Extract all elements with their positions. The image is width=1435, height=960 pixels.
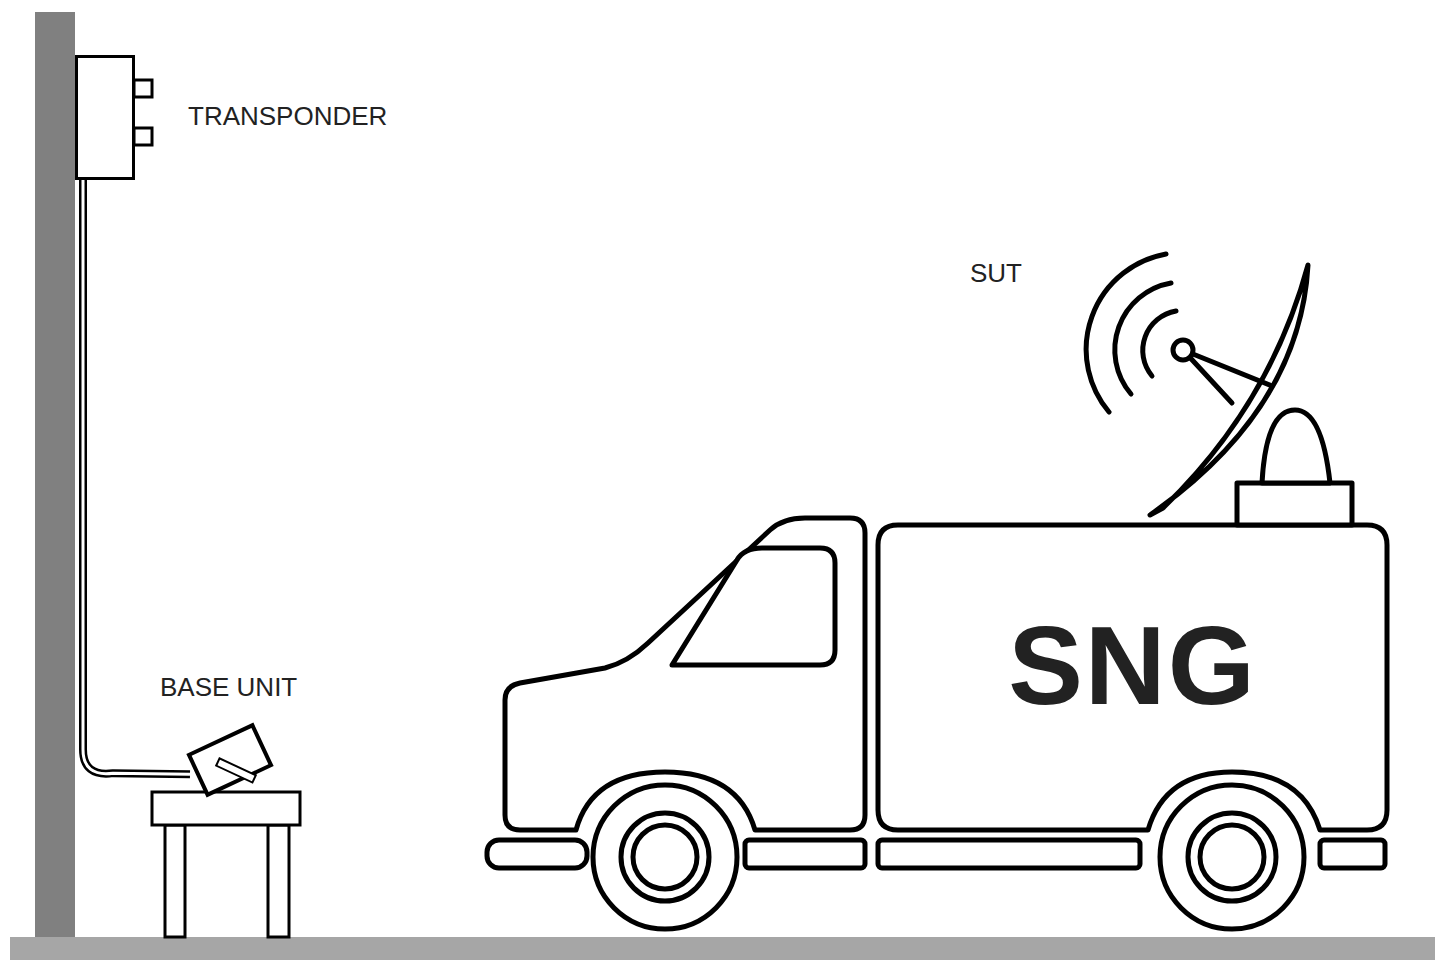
van-body: SNG — [878, 525, 1387, 805]
part-label: BASE UNIT — [160, 672, 297, 703]
signal-waves — [1086, 254, 1176, 412]
base-unit: BASE UNIT — [185, 718, 275, 796]
van — [487, 518, 1387, 929]
ground — [10, 937, 1435, 960]
van-lettering: SNG — [1008, 601, 1257, 730]
transponder-tabs — [134, 80, 152, 145]
part-label: SUT — [970, 258, 1022, 289]
base-unit-shape — [185, 718, 275, 796]
wall — [35, 12, 75, 940]
satellite-dish — [1150, 265, 1352, 525]
table — [152, 792, 300, 937]
part-label: TRANSPONDER — [188, 101, 387, 132]
transponder-box: TRANSPONDER — [75, 55, 135, 180]
